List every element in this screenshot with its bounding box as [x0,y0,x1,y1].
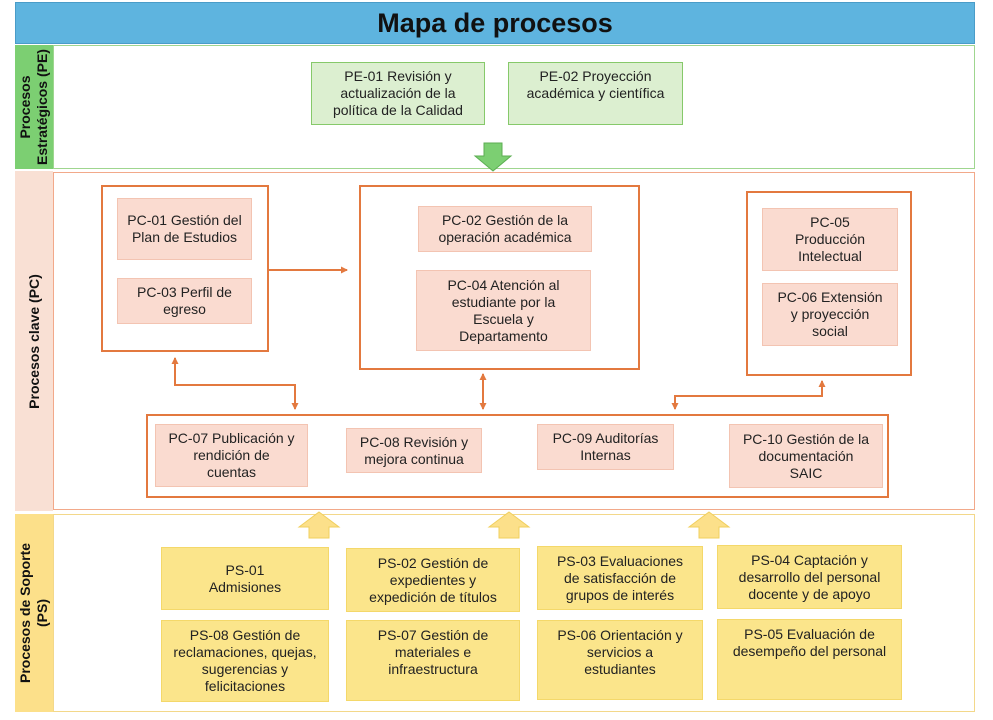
support-arrow-left [297,511,341,539]
band-key: Procesos clave (PC) [15,171,53,511]
page-title: Mapa de procesos [15,2,975,44]
key-panel [53,172,975,510]
group-academic-operation [359,185,640,370]
group-quality-support [146,414,889,498]
support-panel [53,514,975,712]
band-support: Procesos de Soporte(PS) [15,514,53,712]
strategic-panel [53,45,975,169]
research-quality-connector [671,380,826,410]
curriculum-quality-connector [171,357,299,410]
support-arrow-right [687,511,731,539]
group-curriculum [101,185,269,352]
strategic-to-key-arrow [473,142,513,172]
support-arrow-center [487,511,531,539]
group-research-extension [746,191,912,376]
